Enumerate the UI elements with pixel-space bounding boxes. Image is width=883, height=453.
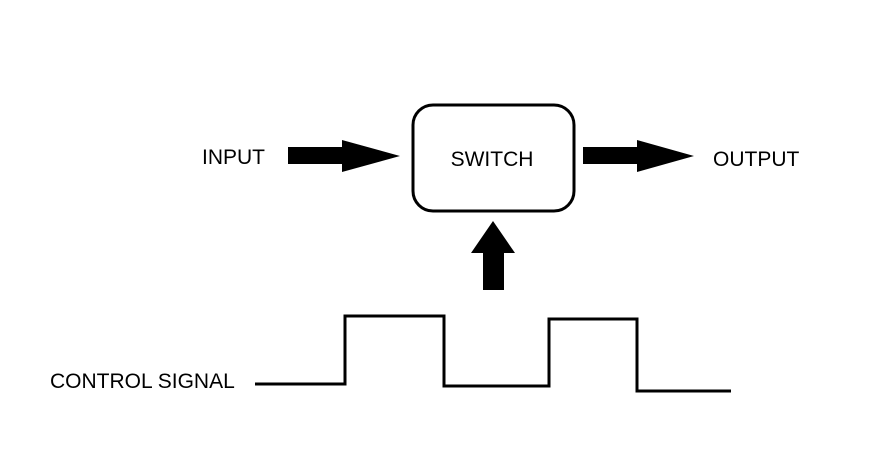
input-arrow xyxy=(288,140,400,172)
input-label: INPUT xyxy=(202,146,265,169)
control-signal-label: CONTROL SIGNAL xyxy=(50,370,235,393)
output-label: OUTPUT xyxy=(713,148,800,171)
switch-label: SWITCH xyxy=(451,148,534,171)
control-arrow xyxy=(471,221,515,290)
control-signal-waveform xyxy=(255,314,731,393)
output-arrow xyxy=(583,140,694,172)
switch-box xyxy=(411,103,576,213)
